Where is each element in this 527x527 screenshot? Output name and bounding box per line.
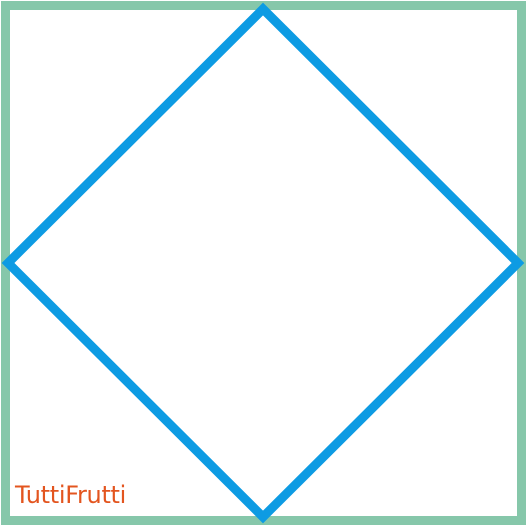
brand-logo-text: TuttiFrutti: [15, 481, 127, 509]
